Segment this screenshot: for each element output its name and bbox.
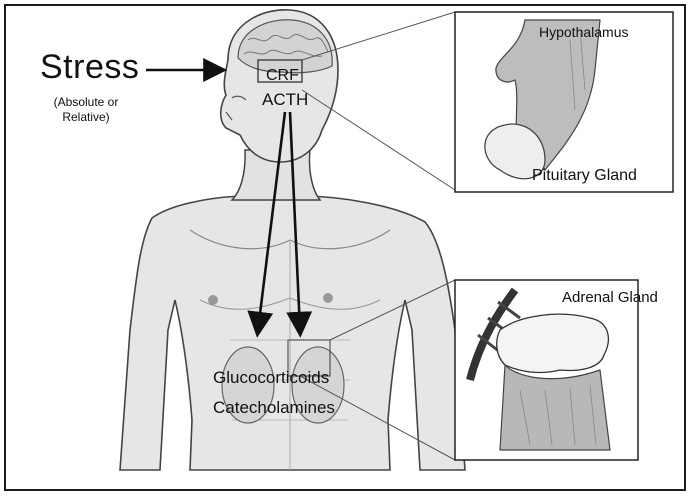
- glucocorticoids-label: Glucocorticoids: [213, 368, 329, 388]
- stress-subtitle-line1: (Absolute or: [40, 95, 132, 110]
- catecholamines-label: Catecholamines: [213, 398, 335, 418]
- hypothalamus-label: Hypothalamus: [539, 24, 629, 40]
- crf-label: CRF: [266, 67, 299, 85]
- stress-title: Stress: [40, 48, 139, 87]
- human-body: [120, 150, 465, 470]
- stress-subtitle-line2: Relative): [40, 110, 132, 125]
- pituitary-gland-label: Pituitary Gland: [532, 167, 637, 185]
- stress-subtitle: (Absolute or Relative): [40, 95, 132, 125]
- adrenal-inset: [455, 280, 638, 460]
- pituitary-connector: [302, 90, 455, 190]
- acth-label: ACTH: [262, 90, 308, 110]
- head: [221, 10, 338, 162]
- adrenal-gland-label: Adrenal Gland: [562, 289, 658, 306]
